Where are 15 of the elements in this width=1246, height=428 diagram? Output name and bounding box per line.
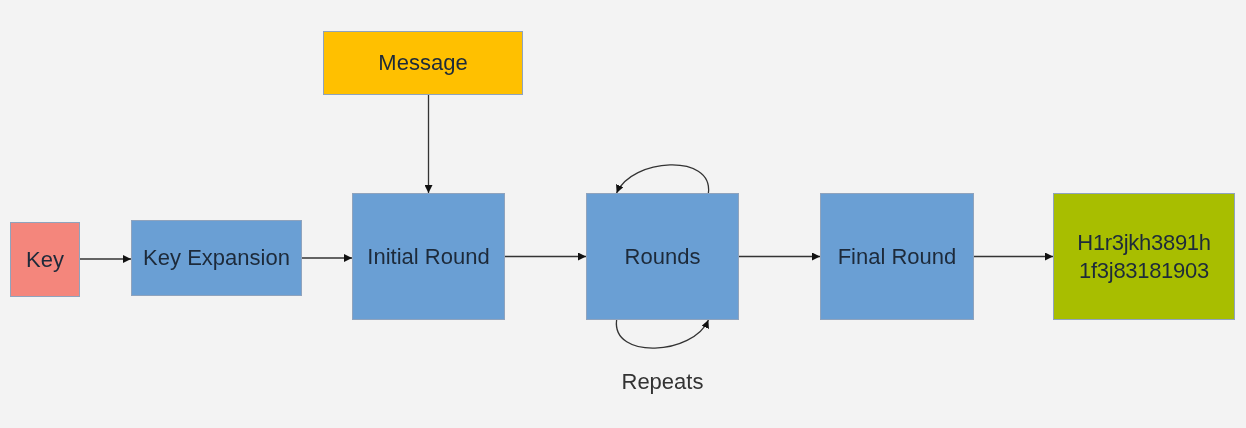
process-box: H1r3jkh3891h 1f3j83181903 <box>1053 193 1235 320</box>
arrow <box>615 164 710 194</box>
arrow <box>424 94 433 194</box>
process-box: Initial Round <box>352 193 505 320</box>
arrow <box>301 254 353 262</box>
arrow <box>615 319 710 349</box>
arrow <box>504 252 587 261</box>
process-box: Final Round <box>820 193 974 320</box>
process-box: Key <box>10 222 80 297</box>
process-box: Message <box>323 31 523 95</box>
process-box: Rounds <box>586 193 739 320</box>
arrow <box>79 255 132 263</box>
arrow <box>973 252 1054 261</box>
process-box: Key Expansion <box>131 220 302 296</box>
arrow <box>738 252 821 261</box>
